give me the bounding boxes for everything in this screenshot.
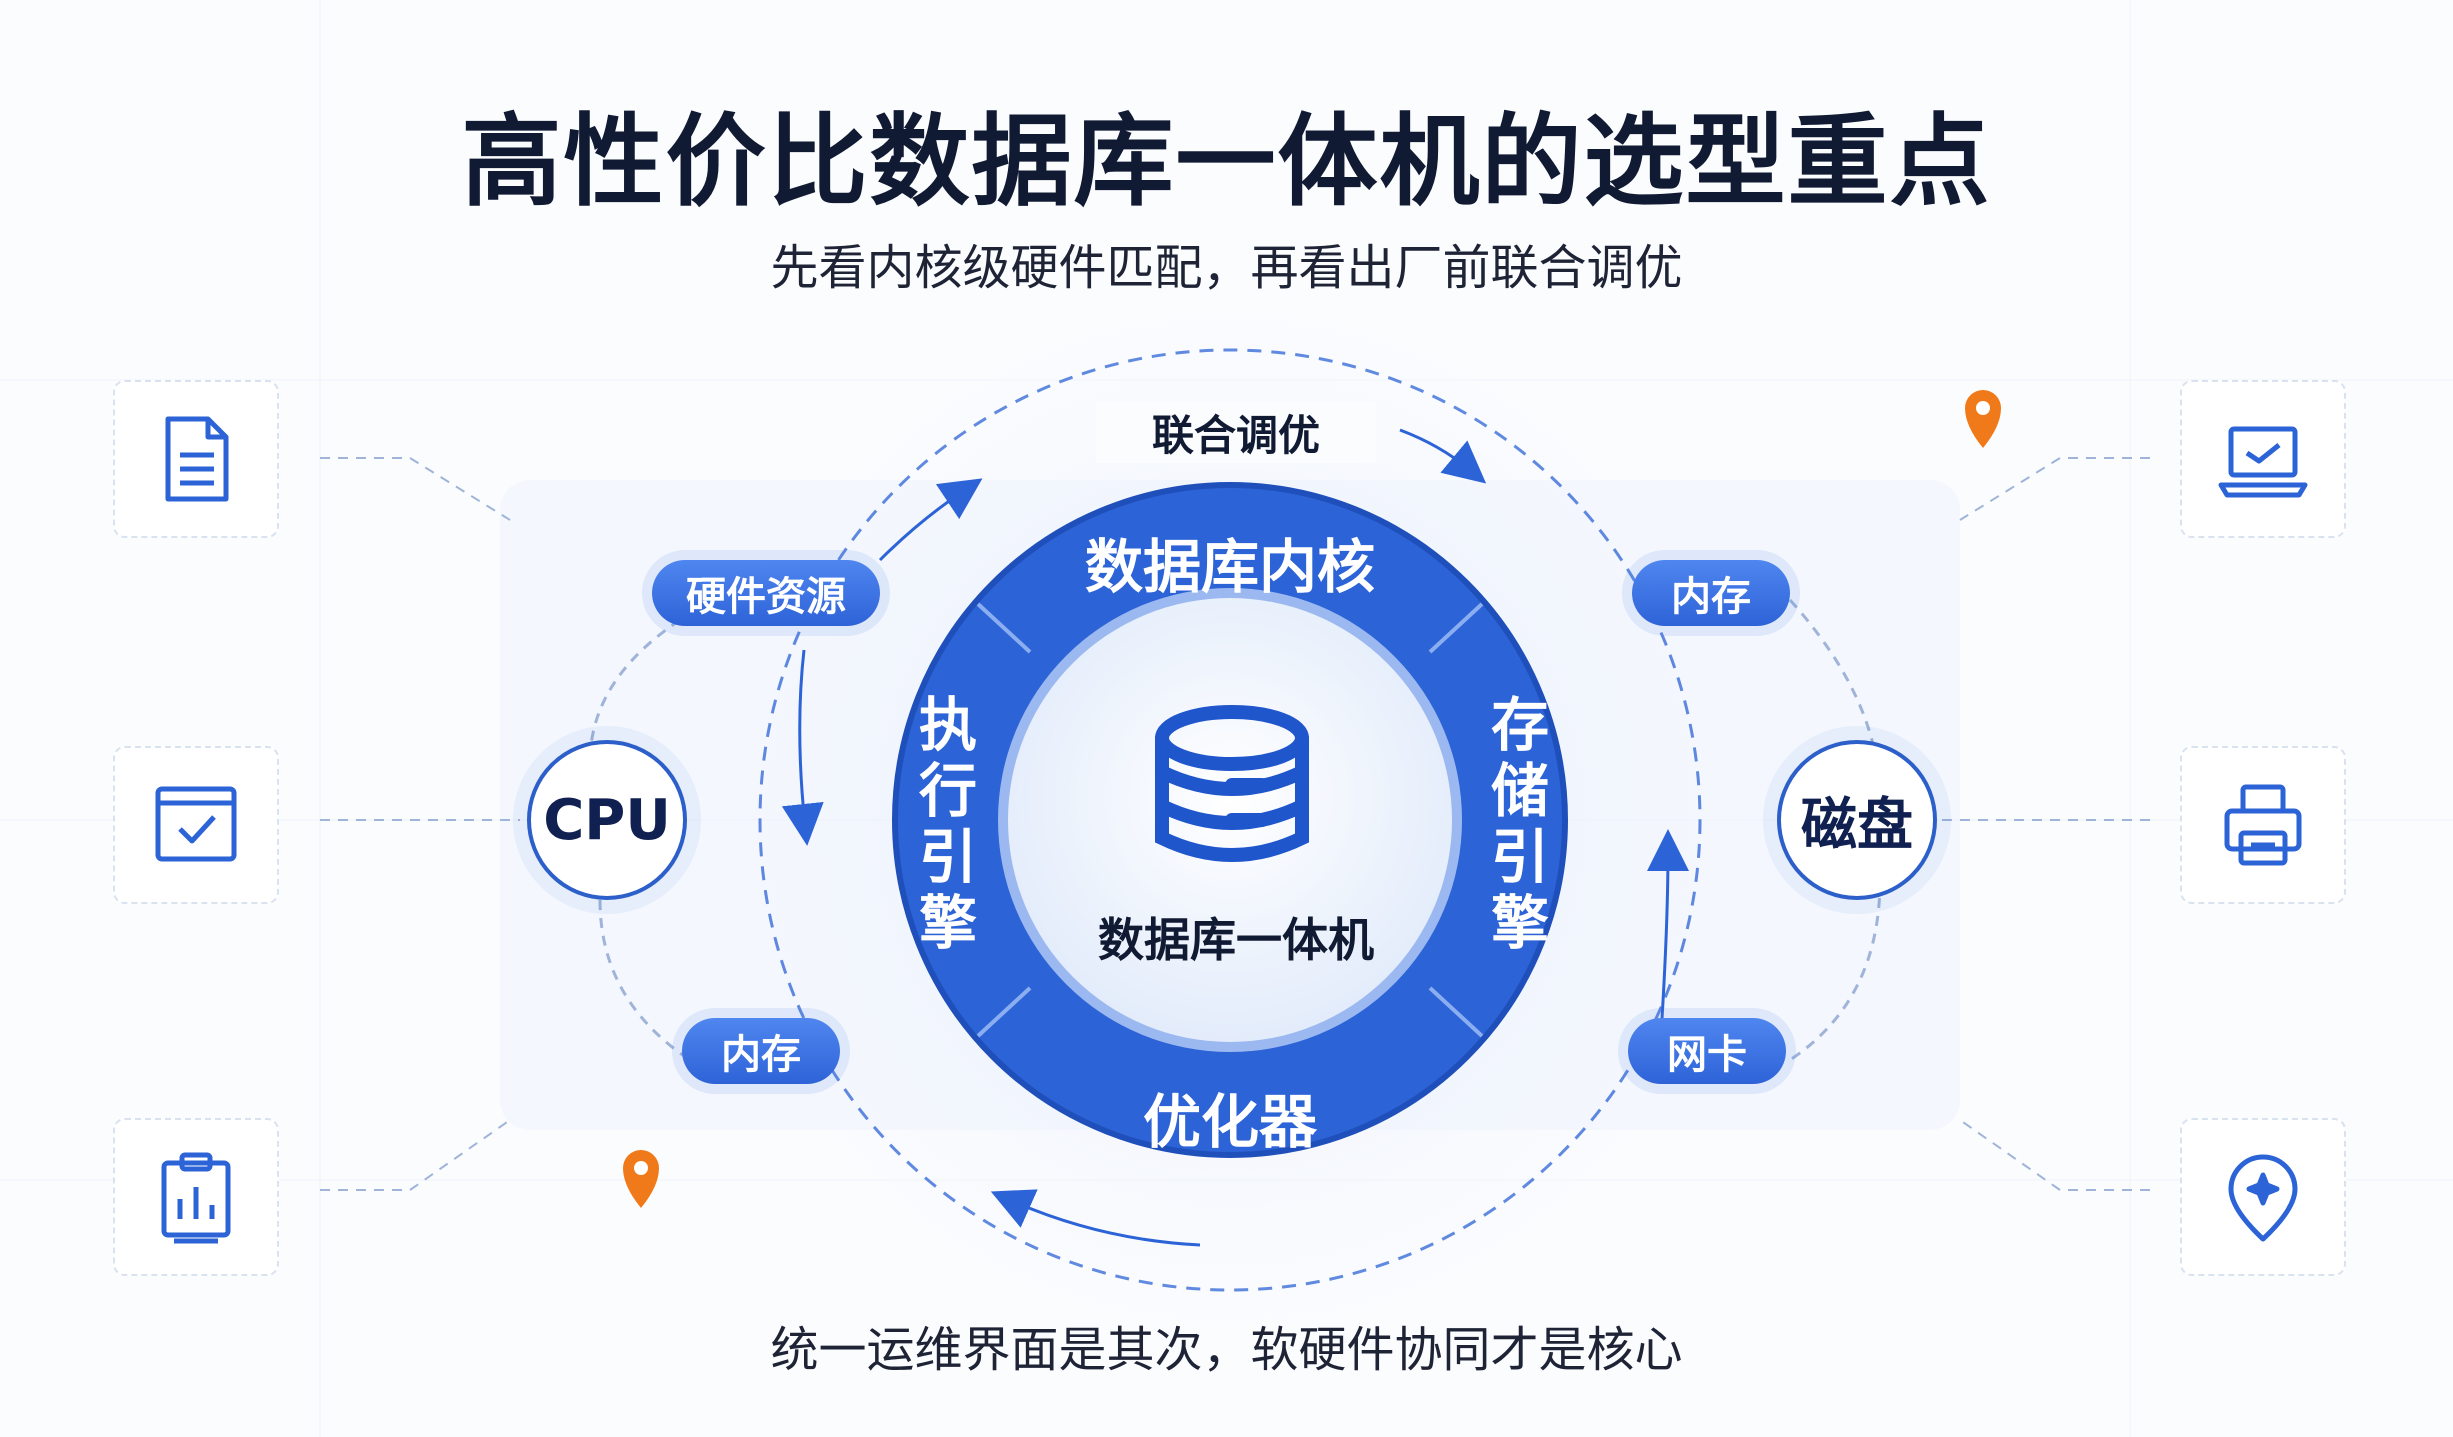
printer-icon (2180, 746, 2346, 904)
pill-memory-left: 内存 (682, 1018, 840, 1084)
document-icon (113, 380, 279, 538)
ring-dividers (976, 602, 1484, 1038)
cycle-label: 联合调优 (1096, 402, 1376, 463)
checkbox-icon (113, 746, 279, 904)
center-label: 数据库一体机 (1098, 913, 1374, 967)
page-title: 高性价比数据库一体机的选型重点 (461, 103, 1992, 220)
node-cpu: CPU (527, 740, 687, 900)
node-disk: 磁盘 (1777, 740, 1937, 900)
decor-pins (623, 390, 2001, 1208)
clipboard-chart-icon (113, 1118, 279, 1276)
pill-nic: 网卡 (1628, 1018, 1786, 1084)
laptop-icon (2180, 380, 2346, 538)
pill-hardware-resources: 硬件资源 (652, 560, 880, 626)
ring-label-bottom: 优化器 (1142, 1088, 1317, 1156)
location-icon (2180, 1118, 2346, 1276)
page-subtitle: 先看内核级硬件匹配，再看出厂前联合调优 (770, 240, 1683, 296)
pill-memory-right: 内存 (1632, 560, 1790, 626)
kernel-ring-edge (892, 482, 1568, 1158)
icon-connectors (320, 457, 2150, 1191)
database-icon (1155, 705, 1309, 862)
ring-label-top: 数据库内核 (1084, 533, 1375, 601)
ring-label-left: 执行引擎 (918, 691, 977, 957)
outer-cycle-ring (758, 348, 1702, 1292)
page-footer: 统一运维界面是其次，软硬件协同才是核心 (770, 1322, 1683, 1378)
ring-label-right: 存储引擎 (1490, 691, 1549, 957)
